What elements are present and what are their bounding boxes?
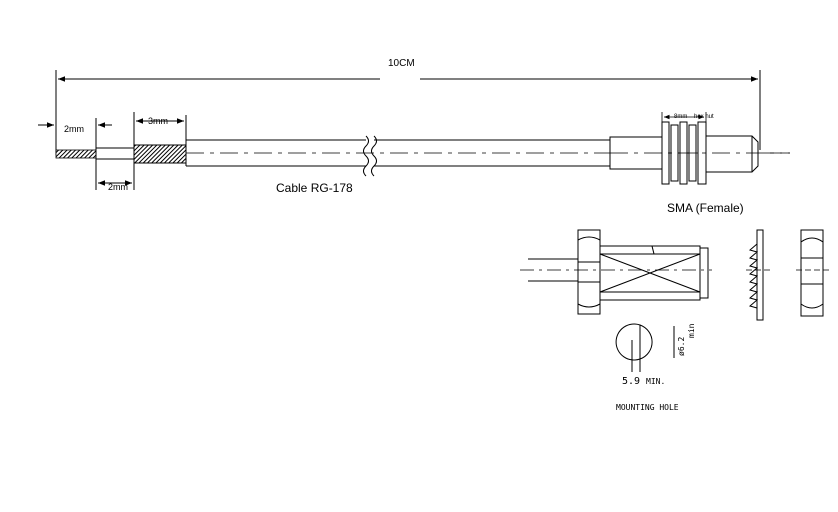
- hole-flat-min-label: MIN.: [646, 377, 665, 386]
- break-line-left: [363, 135, 369, 177]
- nut-label: hex nut: [694, 114, 714, 120]
- center-conductor: [55, 144, 187, 164]
- hole-flat-label: 5.9: [622, 376, 640, 387]
- sma-connector-side: [609, 121, 790, 185]
- hex-nut-chamfer: [800, 237, 824, 309]
- break-line-right: [371, 135, 377, 177]
- lock-washer-body: [756, 229, 764, 321]
- bare-wire: [55, 149, 97, 159]
- dielectric: [95, 147, 135, 160]
- mounting-hole-title: MOUNTING HOLE: [616, 403, 679, 412]
- detail-flange-chamfer: [577, 236, 601, 308]
- connector-name-label: SMA (Female): [667, 201, 744, 215]
- hex-nut-plate-1: [661, 121, 670, 185]
- connector-detail: [520, 229, 712, 315]
- hex-nut-body: [800, 229, 824, 317]
- detail-thread-mark: [651, 245, 655, 255]
- hole-diameter-label: ø6.2: [677, 337, 686, 356]
- strip-dimensions: [38, 105, 187, 190]
- total-length-label: 10CM: [388, 58, 415, 69]
- mounting-hole-outline: [615, 323, 641, 361]
- mounting-hole-arc: [639, 324, 653, 360]
- detail-cross-2: [599, 253, 701, 293]
- hole-diameter-min-label: min: [687, 323, 696, 338]
- detail-end-face: [699, 247, 709, 299]
- connector-threaded-body: [705, 135, 759, 173]
- mounting-hole-drawing: [615, 323, 675, 372]
- hex-nut-plate-2: [670, 124, 679, 182]
- nut-dimension: [661, 112, 707, 122]
- cable-name-label: Cable RG-178: [276, 181, 353, 195]
- braid-length-label: 3mm: [148, 116, 168, 126]
- lock-washer: [746, 229, 770, 321]
- detail-hex-flange: [577, 229, 601, 315]
- strip-length-a-label: 2mm: [64, 124, 84, 134]
- hex-nut-side: [796, 229, 830, 317]
- lock-washer-teeth: [748, 243, 759, 309]
- nut-size-label: 8mm: [674, 114, 687, 120]
- braid-shield: [133, 144, 187, 164]
- strip-length-b-label: 2mm: [108, 182, 128, 192]
